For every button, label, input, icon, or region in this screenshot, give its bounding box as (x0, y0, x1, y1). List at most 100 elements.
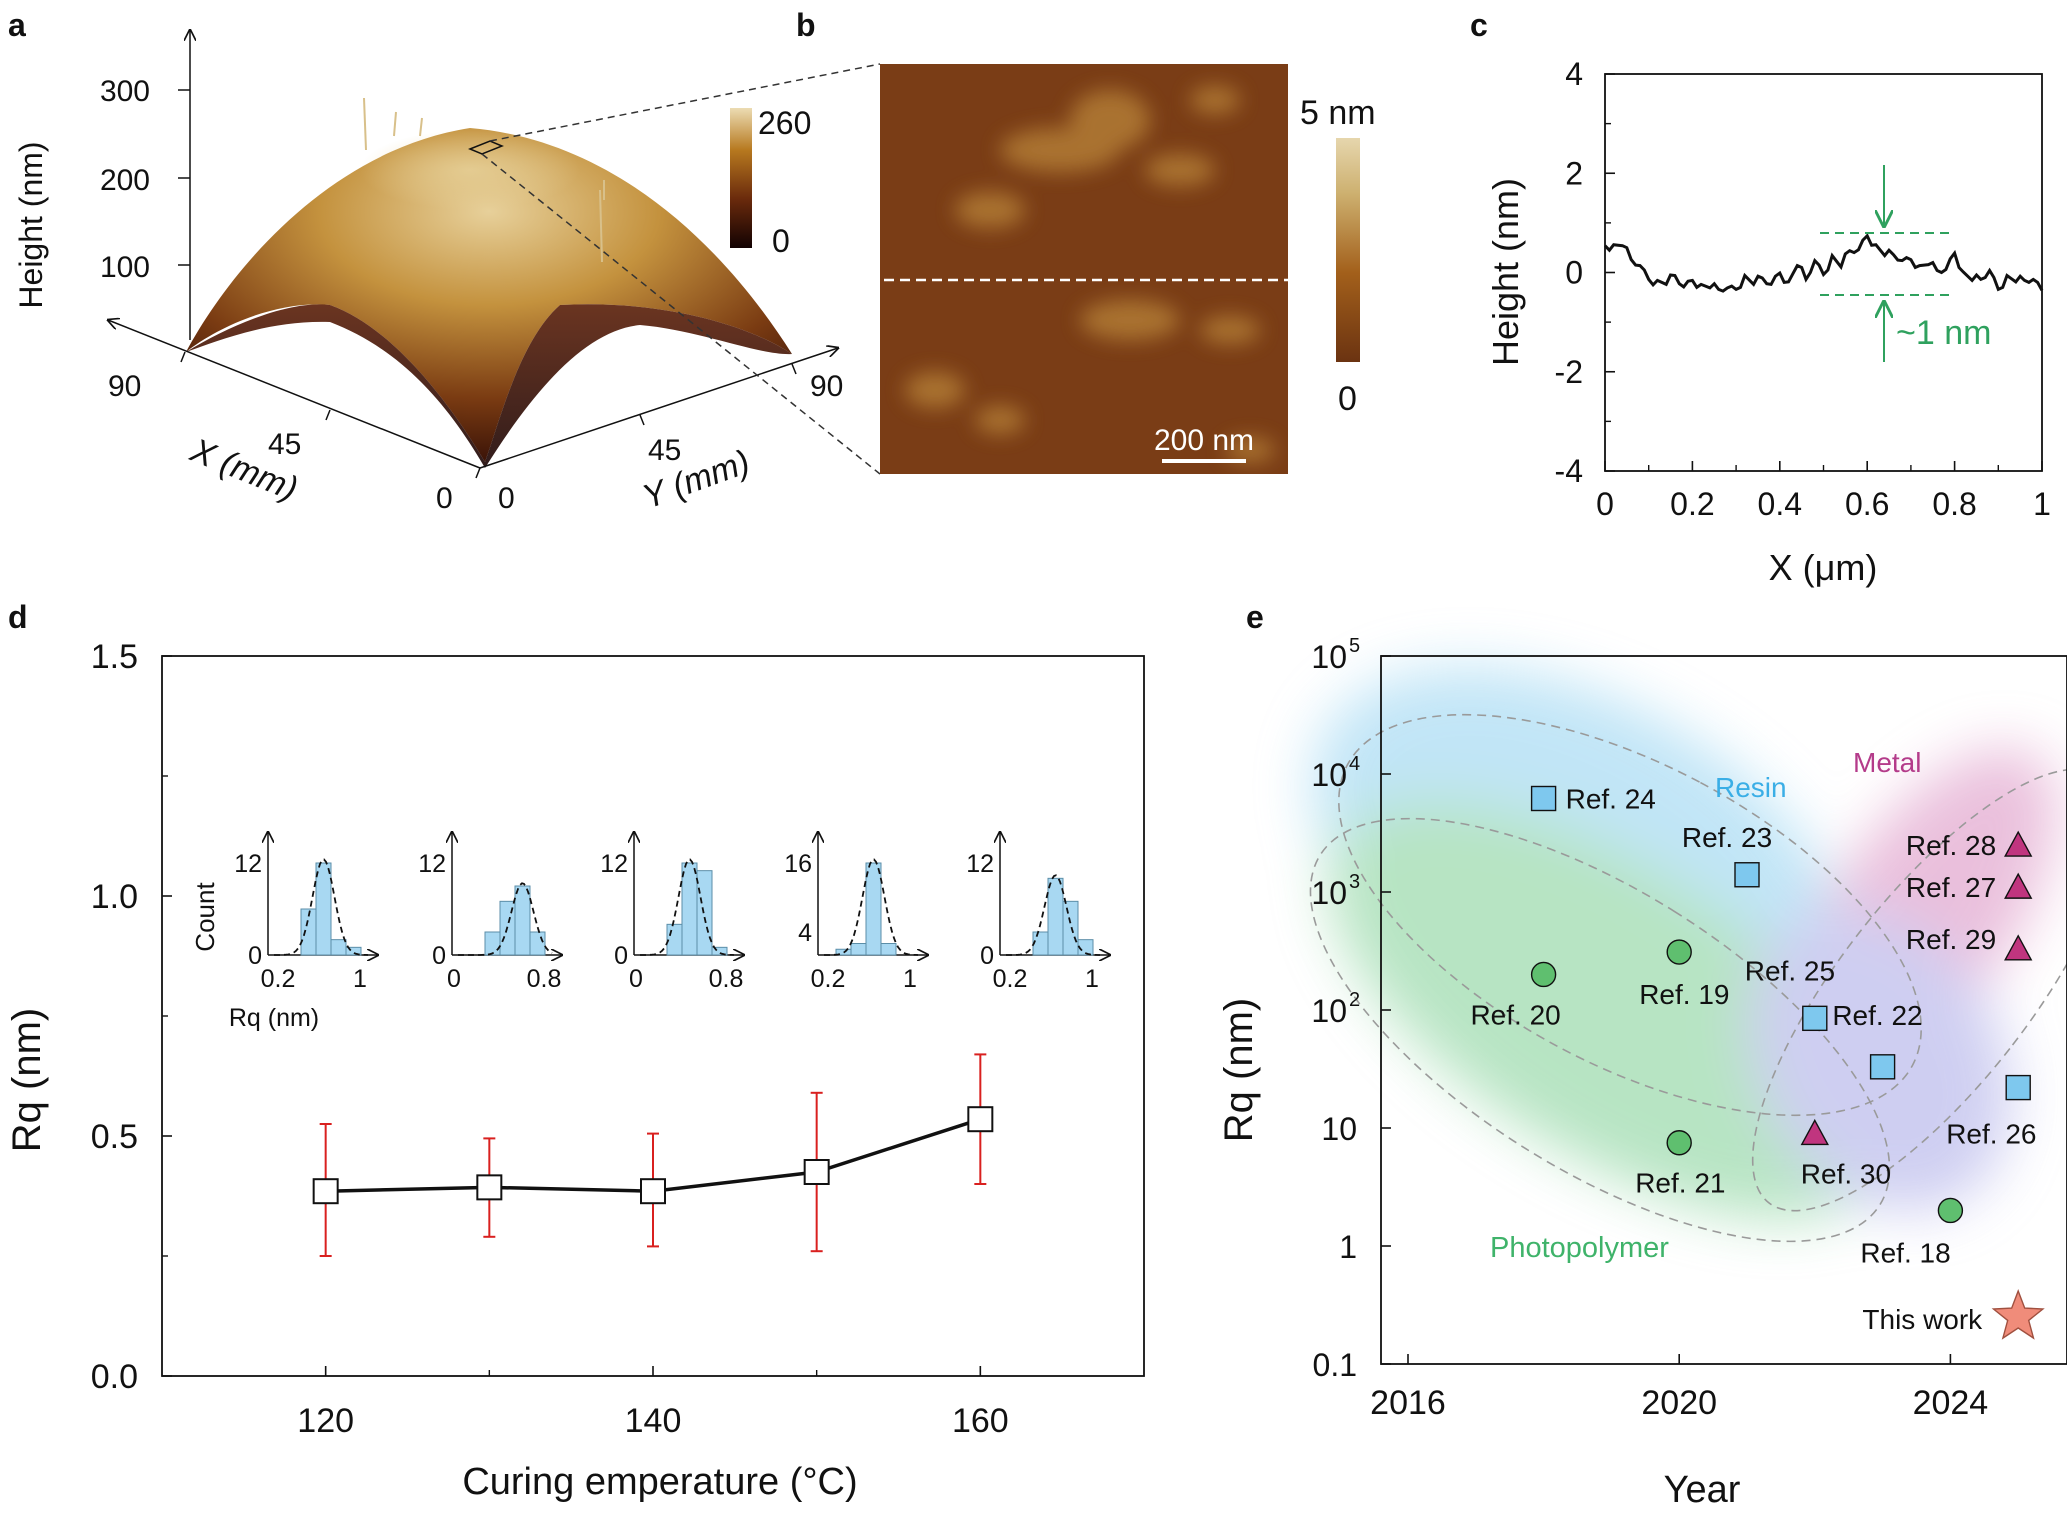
triangle-marker (1800, 1118, 1829, 1146)
inset-x-label: Rq (nm) (229, 1004, 319, 1032)
gaussian-fit (1006, 874, 1100, 956)
y-tick-exponent: 4 (1349, 753, 1360, 775)
y-tick-label: -4 (1555, 453, 1583, 489)
inset-y-label: Count (190, 882, 220, 952)
x-tick-label: 0 (1596, 486, 1614, 522)
inset-y-tick: 16 (784, 850, 812, 878)
afm-colorbar-max: 5 nm (1300, 94, 1376, 132)
scatter-point: Ref. 20 (1470, 961, 1561, 1030)
data-point-square (312, 1178, 339, 1205)
histogram-bar (681, 862, 698, 956)
histogram-bar (1032, 931, 1049, 956)
point-label: Ref. 26 (1946, 1119, 2036, 1150)
group-label-resin: Resin (1715, 772, 1787, 803)
x-tick-label: 120 (297, 1402, 354, 1440)
gaussian-fit (640, 858, 735, 956)
triangle-marker (2004, 934, 2033, 961)
point-label: Ref. 29 (1906, 924, 1996, 955)
profile-line (1603, 233, 2044, 293)
inset-y-tick: 0 (614, 942, 628, 970)
roughness-annotation: ~1 nm (1820, 165, 1991, 362)
inset-y-tick: 12 (600, 850, 628, 878)
dome-surface (186, 128, 792, 462)
point-label: Ref. 23 (1682, 822, 1772, 853)
scatter-point: Ref. 28 (1906, 830, 2033, 861)
histogram-bar (345, 946, 362, 956)
y-tick-45: 45 (648, 434, 681, 467)
inset-x-tick: 0.2 (261, 965, 296, 993)
data-point-square (476, 1174, 503, 1201)
y-tick-label: 10 (1311, 875, 1347, 911)
y-tick-exponent: 2 (1349, 989, 1360, 1011)
y-tick-label: -2 (1555, 354, 1583, 390)
square-marker (1530, 785, 1557, 812)
y-tick-label: 4 (1565, 56, 1583, 92)
inset-x-tick: 0.8 (709, 965, 744, 993)
inset-y-tick: 0 (248, 942, 262, 970)
scatter-point: Ref. 27 (1906, 872, 2033, 903)
y-tick-label: 10 (1311, 993, 1347, 1029)
point-label: Ref. 20 (1470, 999, 1560, 1030)
colorbar-min-label: 0 (772, 223, 790, 259)
x-tick-label: 0.2 (1670, 486, 1714, 522)
histogram-bar (1077, 939, 1094, 956)
histogram-bar (315, 862, 332, 956)
y-tick-90: 90 (810, 370, 843, 403)
inset-x-tick: 0.8 (527, 965, 562, 993)
data-point-square (640, 1178, 666, 1205)
x-tick-90: 90 (108, 370, 141, 403)
x-axis-label: X (μm) (1769, 547, 1878, 588)
group-label-photopolymer: Photopolymer (1490, 1232, 1669, 1264)
point-label: Ref. 24 (1566, 783, 1656, 814)
point-label: Ref. 27 (1906, 872, 1996, 903)
y-tick-label: 0.5 (91, 1118, 138, 1156)
circle-marker (1530, 961, 1557, 988)
surface-spikes (363, 97, 605, 263)
y-axis (479, 348, 838, 469)
scatter-point: Ref. 23 (1682, 822, 1772, 888)
inset-y-tick: 0 (980, 942, 994, 970)
x-tick-label: 160 (952, 1402, 1009, 1440)
panel-label-c: c (1470, 7, 1488, 43)
inset-x-tick: 0.2 (811, 965, 846, 993)
scatter-point: Ref. 29 (1906, 924, 2033, 961)
histogram-bar (711, 946, 728, 956)
x-axis (108, 320, 481, 469)
scale-bar-label: 200 nm (1154, 424, 1254, 457)
zoom-region-marker (468, 140, 504, 155)
panel-a-3d-surface: 300 200 100 Height (nm) 90 45 0 X (mm) 0 (13, 30, 843, 516)
triangle-marker (2004, 872, 2033, 899)
inset-x-tick: 1 (903, 965, 917, 993)
y-tick-label: 0.0 (91, 1358, 138, 1396)
circle-marker (1666, 1130, 1692, 1156)
histogram-bar (666, 923, 683, 956)
point-label: Ref. 25 (1745, 955, 1835, 986)
x-tick-label: 2020 (1641, 1384, 1717, 1422)
x-tick-label: 140 (625, 1402, 682, 1440)
histogram-bar (880, 943, 897, 956)
y-tick-exponent: 5 (1349, 635, 1360, 657)
triangle-marker (2004, 830, 2033, 857)
inset-x-tick: 0 (629, 965, 643, 993)
histogram-inset: 12 00 0.8 (600, 832, 744, 993)
point-label: Ref. 30 (1801, 1158, 1891, 1189)
square-marker (1802, 1005, 1828, 1032)
y-tick-label: 0.1 (1313, 1347, 1357, 1383)
y-tick-label: 1.0 (91, 878, 138, 916)
group-regions (1309, 667, 2067, 1243)
x-tick-label: 2024 (1913, 1384, 1989, 1422)
histogram-bar (514, 885, 531, 956)
error-bars (319, 1053, 987, 1257)
panel-b-afm-image: 200 nm 5 nm 0 (880, 64, 1376, 474)
group-label-metal: Metal (1853, 747, 1921, 778)
scatter-point: Ref. 30 (1800, 1118, 1891, 1189)
inset-y-tick: 12 (966, 850, 994, 878)
